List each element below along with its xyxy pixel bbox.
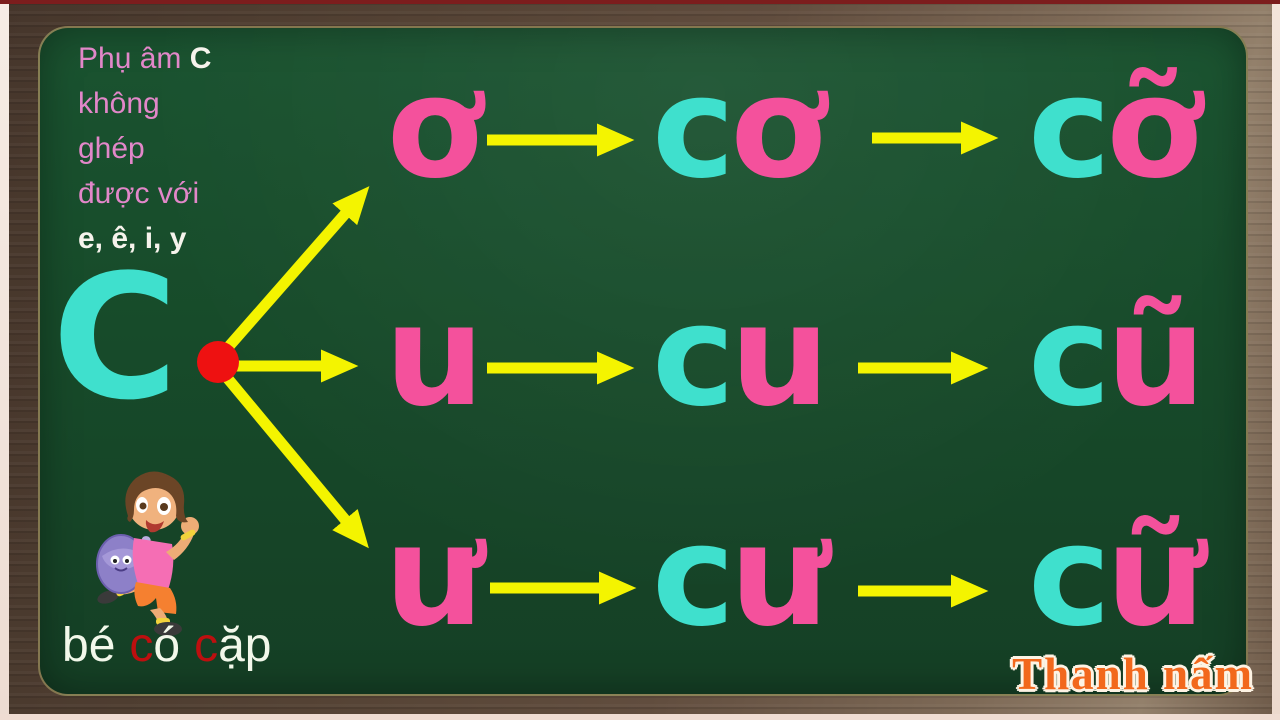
word-co-tilde: cỡ (1028, 47, 1202, 210)
vowel-o: ơ (386, 47, 482, 210)
dora-character-image (96, 471, 199, 636)
note-line-2: không (78, 87, 160, 120)
right-trim-line (1272, 4, 1280, 720)
note-block: Phụ âm C không ghép được với e, ê, i, y (78, 36, 211, 261)
caption-word-1: bé (62, 619, 116, 672)
note-line-1: Phụ âm C (78, 42, 212, 75)
word-cuw-tilde: cữ (1028, 495, 1206, 658)
syllable-co: cơ (652, 47, 826, 210)
left-trim-line (0, 4, 9, 720)
bottom-trim-line (0, 714, 1280, 720)
vowel-u: u (384, 275, 485, 438)
note-line-4: được với (78, 177, 200, 210)
word-cu-tilde: cũ (1028, 275, 1206, 438)
channel-watermark: Thanh nấm (1012, 649, 1254, 699)
vowel-uw: ư (384, 495, 485, 658)
syllable-cu: cu (652, 275, 830, 438)
top-trim-line (0, 0, 1280, 4)
syllable-cuw: cư (652, 495, 830, 658)
note-line-3: ghép (78, 132, 145, 165)
note-line-5: e, ê, i, y (78, 222, 187, 255)
base-consonant-letter: C (52, 237, 179, 438)
